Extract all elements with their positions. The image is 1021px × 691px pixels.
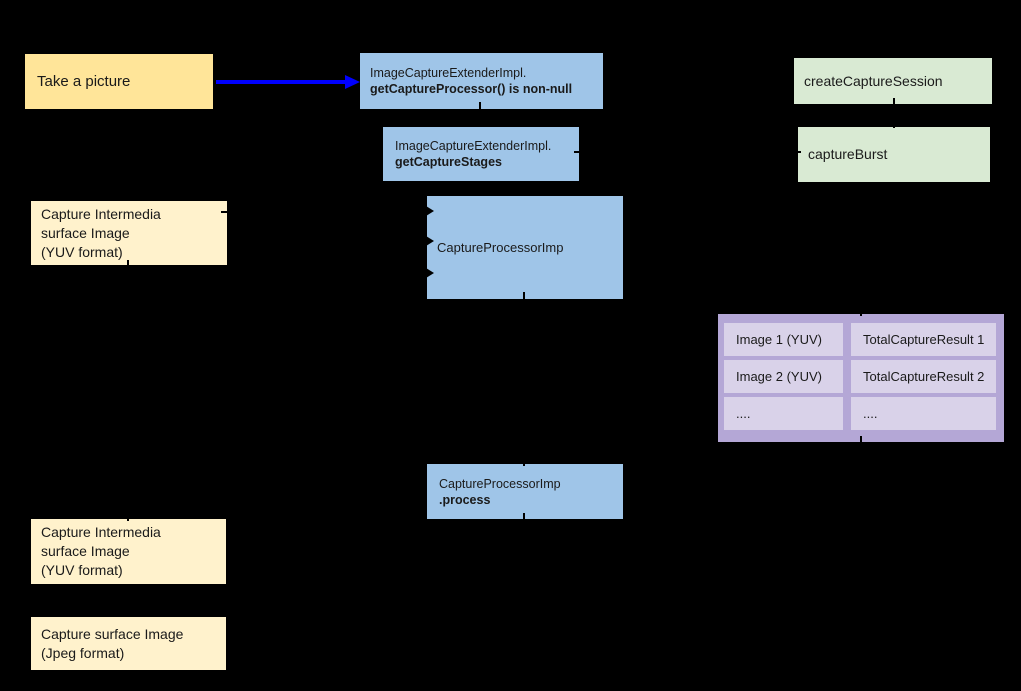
- node-take-a-picture-label: Take a picture: [37, 73, 131, 90]
- table-cell-image-1: Image 1 (YUV): [724, 323, 843, 356]
- line: Capture Intermedia: [41, 524, 161, 540]
- connector-tick: [127, 515, 129, 521]
- node-capture-processor-process: CaptureProcessorImp .process: [427, 464, 623, 519]
- table-cell-result-1: TotalCaptureResult 1: [851, 323, 996, 356]
- line: (Jpeg format): [41, 644, 125, 661]
- connector-tick: [127, 260, 129, 266]
- node-capture-intermedia-surface-top: Capture Intermedia surface Image (YUV fo…: [31, 201, 227, 265]
- node-get-capture-processor-line1: ImageCaptureExtenderImpl.: [370, 66, 527, 80]
- connector-arrow-icon: [426, 268, 434, 278]
- connector-tick: [860, 436, 862, 443]
- node-get-capture-processor: ImageCaptureExtenderImpl. getCaptureProc…: [360, 53, 603, 109]
- connector-arrow-icon: [426, 236, 434, 246]
- connector-tick: [523, 292, 525, 300]
- results-table: Image 1 (YUV) TotalCaptureResult 1 Image…: [718, 314, 1004, 442]
- connector-tick: [523, 513, 525, 520]
- connector-tick: [893, 122, 895, 128]
- node-capture-processor-imp: CaptureProcessorImp: [427, 196, 623, 299]
- line: Capture Intermedia: [41, 205, 161, 222]
- node-capture-intermedia-surface-bottom: Capture Intermedia surface Image (YUV fo…: [31, 519, 226, 584]
- node-capture-processor-imp-label: CaptureProcessorImp: [437, 239, 564, 255]
- node-capture-surface-jpeg: Capture surface Image (Jpeg format): [31, 617, 226, 670]
- table-cell-result-2: TotalCaptureResult 2: [851, 360, 996, 393]
- connector-tick: [574, 151, 581, 153]
- node-create-capture-session-label: createCaptureSession: [804, 72, 943, 89]
- node-get-capture-processor-line2: getCaptureProcessor() is non-null: [370, 82, 573, 96]
- line: surface Image: [41, 543, 130, 559]
- arrow-head-icon: [345, 75, 360, 89]
- node-get-capture-stages: ImageCaptureExtenderImpl. getCaptureStag…: [383, 127, 579, 181]
- table-cell-image-more: ....: [724, 397, 843, 430]
- node-capture-burst: captureBurst: [798, 127, 990, 182]
- line: Capture surface Image: [41, 625, 184, 642]
- node-capture-processor-process-line2: .process: [439, 492, 491, 507]
- node-capture-burst-label: captureBurst: [808, 146, 888, 162]
- connector-tick: [860, 309, 862, 316]
- connector-tick: [221, 211, 228, 213]
- table-cell-image-2: Image 2 (YUV): [724, 360, 843, 393]
- connector-arrow-icon: [426, 206, 434, 216]
- node-create-capture-session: createCaptureSession: [794, 58, 992, 104]
- line: (YUV format): [41, 562, 123, 578]
- connector-tick: [893, 98, 895, 105]
- arrow-take-picture-to-processor: [216, 80, 347, 84]
- node-capture-processor-process-line1: CaptureProcessorImp: [439, 476, 561, 491]
- node-get-capture-stages-line1: ImageCaptureExtenderImpl.: [395, 139, 552, 153]
- connector-tick: [523, 460, 525, 466]
- node-get-capture-stages-line2: getCaptureStages: [395, 155, 502, 169]
- connector-tick: [794, 151, 801, 153]
- line: (YUV format): [41, 243, 123, 260]
- node-take-a-picture: Take a picture: [25, 54, 213, 109]
- table-cell-result-more: ....: [851, 397, 996, 430]
- connector-tick: [479, 102, 481, 110]
- line: surface Image: [41, 224, 130, 241]
